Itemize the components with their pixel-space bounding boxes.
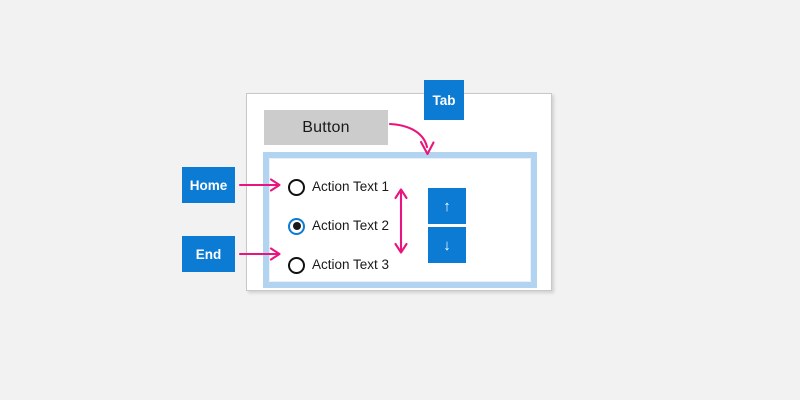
radio-unselected-icon [288,178,305,196]
radio-option-2[interactable]: Action Text 2 [288,215,389,237]
key-badge-tab-label: Tab [432,92,456,108]
radio-option-3[interactable]: Action Text 3 [288,254,389,276]
arrow-down-icon: ↓ [443,236,451,254]
radio-option-3-label: Action Text 3 [312,257,390,273]
key-badge-tab: Tab [424,80,464,120]
spinner-down-button[interactable]: ↓ [428,227,466,263]
gray-push-button-label: Button [302,118,350,136]
arrow-up-icon: ↑ [443,197,451,215]
radio-option-1-label: Action Text 1 [312,179,390,195]
radio-option-1[interactable]: Action Text 1 [288,176,389,198]
radio-option-2-label: Action Text 2 [312,218,390,234]
radio-group-focus-panel: Action Text 1 Action Text 2 Action Text … [263,152,537,288]
spinner-buttons: ↑ ↓ [428,188,466,263]
spinner-up-button[interactable]: ↑ [428,188,466,224]
radio-group-focus-inner-outline [269,158,531,282]
radio-unselected-icon [288,256,305,274]
gray-push-button[interactable]: Button [264,110,388,145]
sample-dialog: Button Action Text 1 Action Text 2 Actio… [246,93,552,291]
key-badge-end: End [182,236,235,272]
radio-group: Action Text 1 Action Text 2 Action Text … [288,176,389,293]
key-badge-home-label: Home [189,177,228,193]
key-badge-home: Home [182,167,235,203]
key-badge-end-label: End [195,246,222,262]
radio-selected-icon [288,217,305,235]
